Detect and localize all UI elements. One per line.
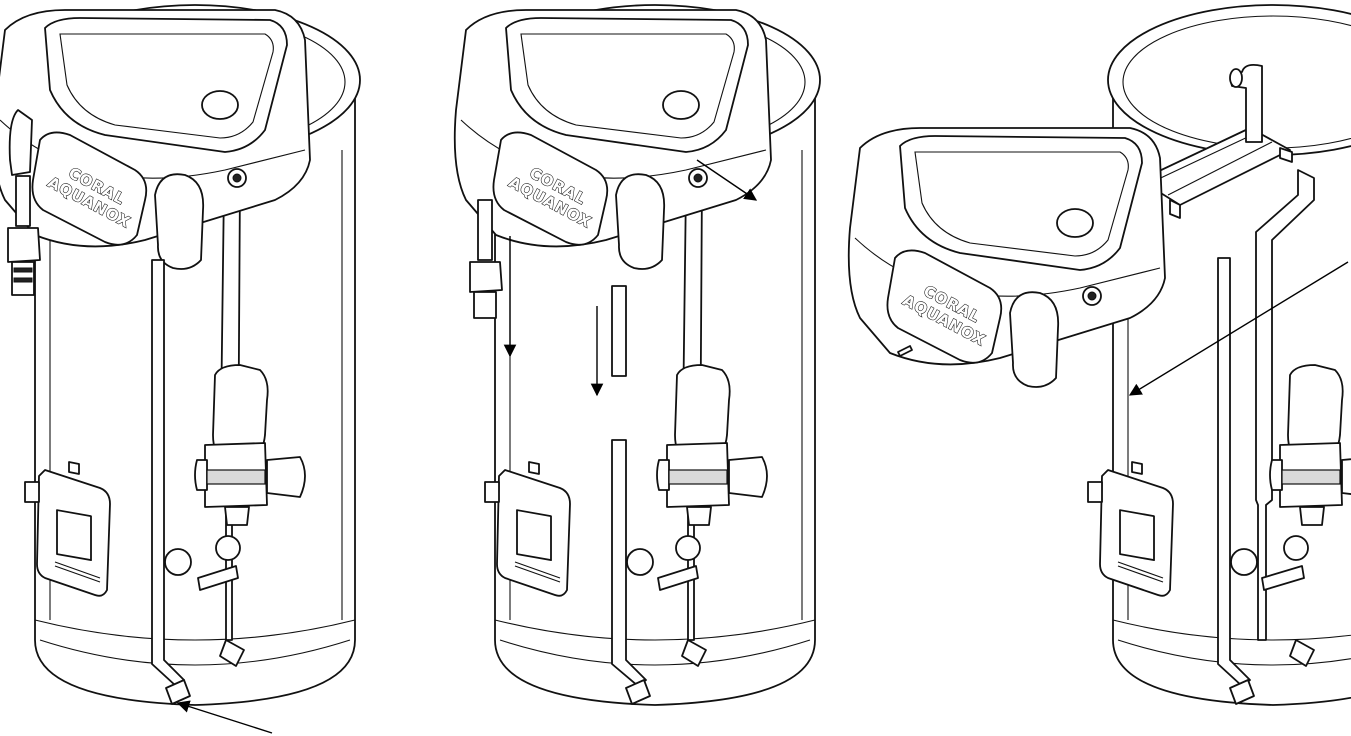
panel-2-tundish-pipe-lower [611, 439, 647, 687]
panel-3-screw [897, 345, 913, 357]
panel-3: CORAL AQUANOX [847, 4, 1351, 706]
panel-1: CORAL AQUANOX [0, 4, 361, 734]
panel-2-inlet-assembly [469, 199, 503, 319]
panel-3-outlet-pipe [1255, 169, 1315, 641]
panel-3-removal-arrow [1128, 261, 1349, 396]
panel-1-drain-arrow [176, 700, 273, 734]
panel-2: CORAL AQUANOX [453, 4, 821, 706]
panel-3-mounting-bracket [1139, 127, 1293, 219]
panel-1-drain-cock [165, 679, 191, 705]
panel-1-inlet-assembly [7, 109, 41, 296]
panel-1-control-box: CORAL AQUANOX [0, 9, 311, 270]
panel-2-tundish-pipe-upper [611, 285, 627, 377]
panel-3-tundish-pipe [1217, 257, 1251, 687]
panel-3-control-box: CORAL AQUANOX [847, 127, 1166, 388]
panel-2-pipe-arrow [696, 159, 758, 201]
panel-2-control-box: CORAL AQUANOX [453, 9, 772, 270]
